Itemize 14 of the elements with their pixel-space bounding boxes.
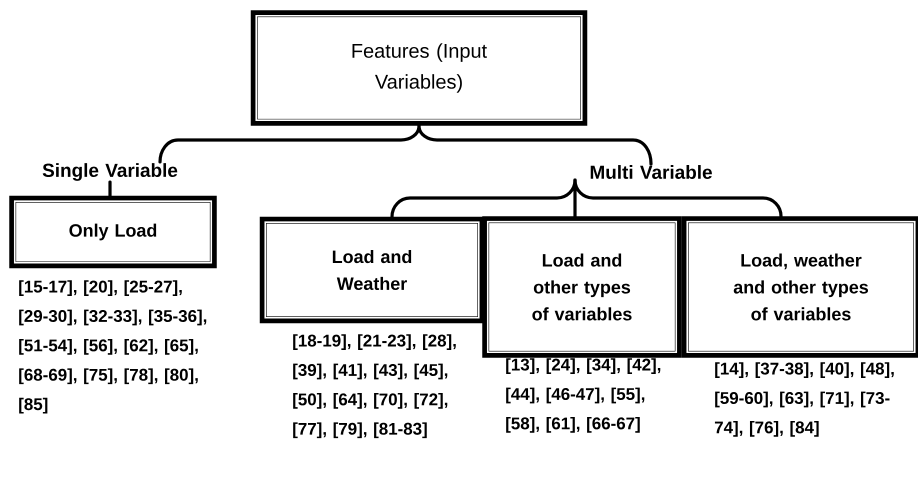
reference-list: [18-19], [21-23], [28], [39], [41], [43], [45], [50], [64], [70], [72], [77], [79], [81-83] [293, 334, 456, 438]
reference-list: [15-17], [20], [25-27], [29-30], [32-33], [35-36], [51-54], [56], [62], [65], [68-69], [75], [78], [80], [85] [19, 280, 206, 414]
reference-list: [13], [24], [34], [42], [44], [46-47], [55], [58], [61], [66-67] [506, 358, 660, 433]
reference-list: [14], [37-38], [40], [48], [59-60], [63], [71], [73-74], [76], [84] [714, 362, 894, 437]
title-box: Features (Input Variables) [250, 10, 588, 126]
bracket-line [108, 180, 112, 198]
branch-heading: Multi Variable [590, 165, 712, 179]
category-box: Load and other types of variables [482, 216, 682, 358]
bracket-line [417, 124, 653, 166]
category-box: Only Load [9, 196, 217, 268]
branch-heading: Single Variable [42, 163, 178, 181]
category-box: Load, weather and other types of variables [682, 216, 918, 358]
bracket-line [573, 178, 783, 218]
category-box: Load and Weather [260, 216, 484, 324]
